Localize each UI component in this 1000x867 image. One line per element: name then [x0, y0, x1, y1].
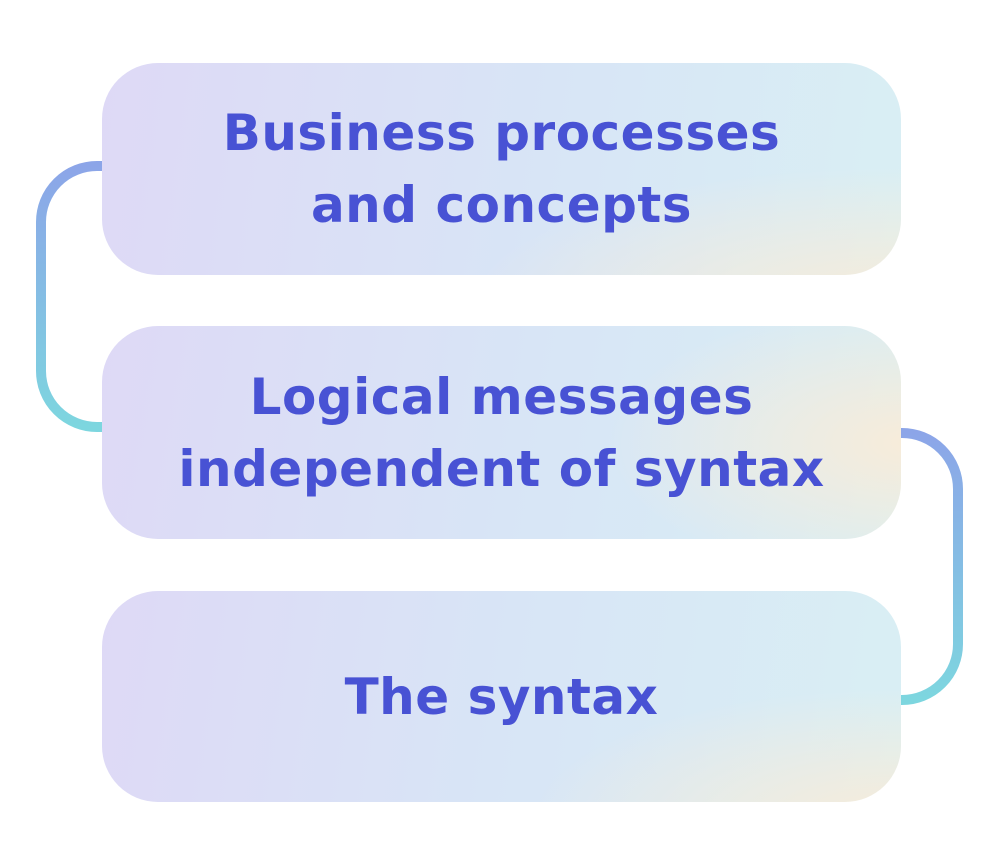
box-label-line: Business processes	[222, 104, 781, 162]
box-the-syntax-label: The syntax	[345, 661, 659, 733]
box-the-syntax: The syntax	[102, 591, 901, 802]
box-label-line: Logical messages	[249, 367, 754, 426]
box-logical-messages-label: Logical messages independent of syntax	[178, 361, 824, 505]
box-label-line: independent of syntax	[178, 439, 825, 498]
box-business-processes-label: Business processes and concepts	[223, 97, 781, 241]
box-label-line: The syntax	[344, 667, 659, 726]
left-connector-line	[36, 161, 108, 432]
right-connector-line	[895, 428, 963, 705]
box-label-line: and concepts	[310, 176, 693, 234]
box-business-processes: Business processes and concepts	[102, 63, 901, 275]
box-logical-messages: Logical messages independent of syntax	[102, 326, 901, 539]
